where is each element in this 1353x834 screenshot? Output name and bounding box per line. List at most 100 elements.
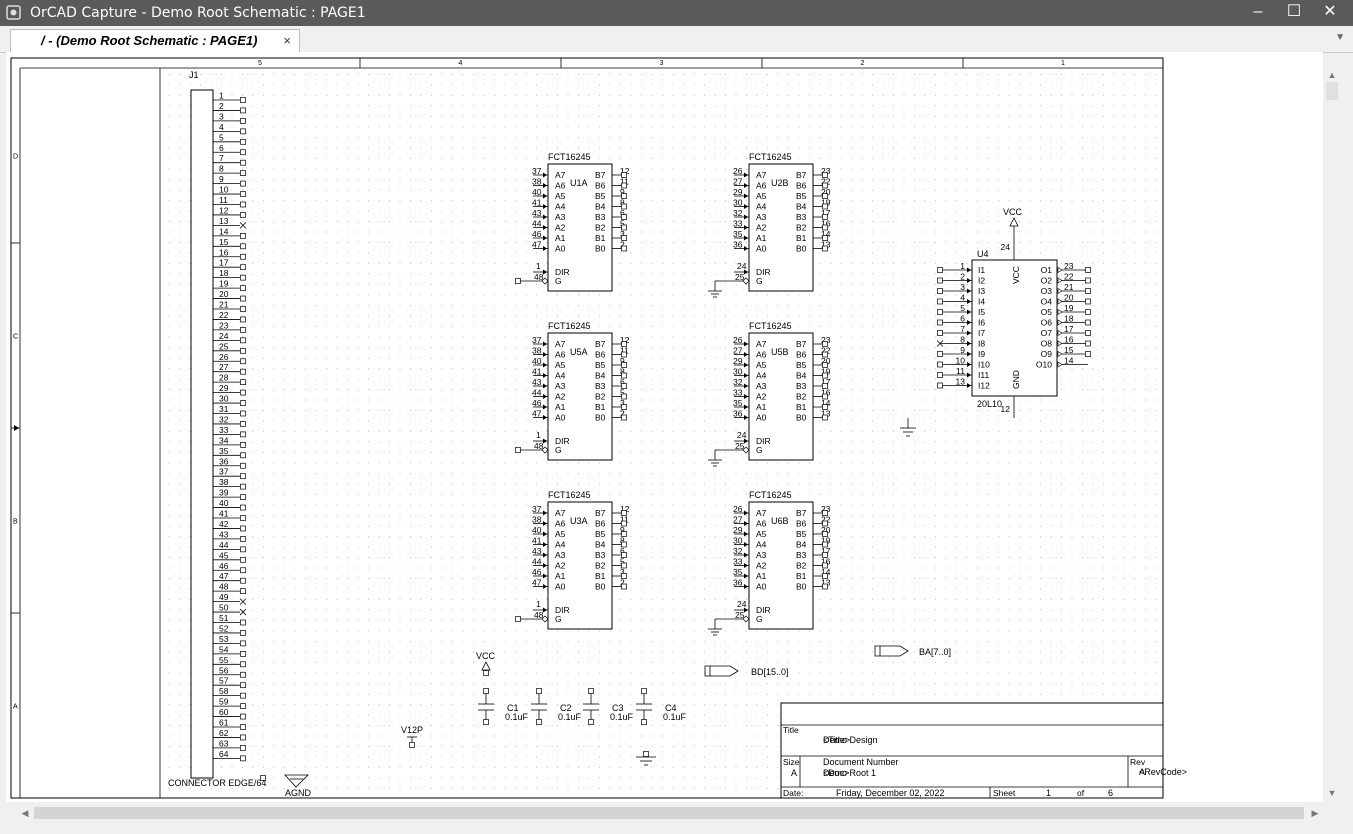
buffer-b-pin-name: B1 <box>796 233 807 243</box>
buffer-b-pin-number: 5 <box>620 388 625 398</box>
buffer-a-pin-name: A4 <box>555 202 566 212</box>
pal-input-pin-number: 11 <box>956 366 965 376</box>
pin-arrow-icon <box>967 383 971 388</box>
horizontal-scrollbar[interactable]: ◀ ▶ <box>14 804 1341 822</box>
connector-pin-number: 18 <box>219 268 229 278</box>
buffer-b-pin-name: B3 <box>796 212 807 222</box>
dir-pin-name: DIR <box>555 267 570 277</box>
buffer-a-pin-number: 29 <box>733 187 743 197</box>
connector-pin-terminal <box>240 97 246 103</box>
scroll-down-icon[interactable]: ▼ <box>1327 788 1337 798</box>
buffer-b-pin-name: B0 <box>595 244 606 254</box>
buffer-a-pin-name: A0 <box>555 244 566 254</box>
vertical-scroll-thumb[interactable] <box>1326 82 1338 100</box>
capacitor-c4[interactable]: C40.1uF <box>636 688 687 725</box>
maximize-button[interactable]: ☐ <box>1286 3 1302 20</box>
connector-pin-number: 58 <box>219 686 229 696</box>
pin-arrow-icon <box>543 573 547 579</box>
capacitor-c2[interactable]: C20.1uF <box>531 688 582 725</box>
buffer-b-terminal <box>822 541 828 548</box>
tab-page1[interactable]: / - (Demo Root Schematic : PAGE1) × <box>10 29 300 53</box>
tab-close-icon[interactable]: × <box>283 33 291 48</box>
buffer-b-pin-name: B2 <box>796 392 807 402</box>
buffer-b-pin-name: B3 <box>796 381 807 391</box>
pal-body <box>971 259 1058 397</box>
scroll-right-icon[interactable]: ▶ <box>1311 808 1319 818</box>
pal-output-pin-name: O1 <box>1041 265 1053 275</box>
buffer-a-pin-number: 47 <box>532 578 542 588</box>
horizontal-scroll-thumb[interactable] <box>34 807 1304 819</box>
vertical-scrollbar[interactable]: ▲ ▼ <box>1323 62 1341 804</box>
connector-pin-number: 61 <box>219 718 229 728</box>
buffer-b-terminal <box>822 182 828 189</box>
capacitor-c3[interactable]: C30.1uF <box>583 688 634 725</box>
tab-menu-chevron-icon[interactable]: ▼ <box>1335 32 1345 43</box>
pin-arrow-icon <box>967 372 971 378</box>
buffer-a-pin-name: A7 <box>555 508 566 518</box>
agnd-label: AGND <box>285 788 312 798</box>
buffer-b-pin-name: B3 <box>595 212 606 222</box>
scroll-up-icon[interactable]: ▲ <box>1327 70 1337 80</box>
connector-pin-terminal <box>240 536 246 542</box>
capacitor-c1[interactable]: C10.1uF <box>478 688 529 725</box>
titleblock-sheet-label: Sheet <box>993 788 1016 798</box>
buffer-b-terminal <box>621 531 627 537</box>
buffer-a-pin-number: 35 <box>733 398 743 408</box>
scroll-left-icon[interactable]: ◀ <box>21 808 29 818</box>
connector-pin-number: 44 <box>219 540 229 550</box>
pin-arrow-icon <box>543 552 547 558</box>
g-pin-name: G <box>756 276 763 286</box>
buffer-a-pin-name: A1 <box>756 402 767 412</box>
buffer-a-pin-number: 26 <box>733 335 743 345</box>
close-button[interactable]: ✕ <box>1323 3 1337 20</box>
cap-value-label: 0.1uF <box>610 712 634 722</box>
buffer-b-pin-number: 8 <box>620 198 625 208</box>
g-pin-number: 25 <box>735 441 745 451</box>
dir-pin-number: 1 <box>536 599 541 609</box>
buffer-b-pin-number: 8 <box>620 536 625 546</box>
cap-ref-label: C4 <box>665 703 677 713</box>
pal-output-terminal <box>1085 351 1091 357</box>
buffer-b-terminal <box>822 362 828 368</box>
buffer-a-pin-number: 41 <box>532 198 542 208</box>
connector-pin-terminal <box>240 389 246 396</box>
pin-arrow-icon <box>1057 329 1063 337</box>
connector-pin-terminal <box>240 755 246 762</box>
pin-arrow-icon <box>1057 298 1063 305</box>
buffer-ref-label: U5A <box>570 347 588 357</box>
minimize-button[interactable]: – <box>1253 3 1263 20</box>
connector-pin-terminal <box>240 327 246 333</box>
connector-pin-terminal <box>240 243 246 250</box>
pin-arrow-icon <box>543 269 547 275</box>
cap-value-label: 0.1uF <box>505 712 529 722</box>
buffer-a-pin-name: A4 <box>555 371 566 381</box>
buffer-a-pin-name: A0 <box>555 582 566 592</box>
buffer-b-terminal <box>822 393 828 400</box>
connector-pin-number: 34 <box>219 435 229 445</box>
offpage-connector-icon[interactable] <box>874 645 909 657</box>
buffer-b-pin-number: 6 <box>620 208 625 218</box>
connector-value-label: CONNECTOR EDGE/64 <box>168 778 266 788</box>
connector-pin-number: 56 <box>219 665 229 675</box>
no-connect-mark <box>936 340 944 347</box>
connector-pin-terminal <box>240 724 246 730</box>
g-pin-number: 48 <box>534 610 544 620</box>
pal-output-pin-number: 16 <box>1064 335 1074 345</box>
connector-pin-number: 45 <box>219 550 229 560</box>
window-titlebar: OrCAD Capture - Demo Root Schematic : PA… <box>0 0 1353 26</box>
buffer-b-pin-number: 16 <box>821 557 831 567</box>
connector-pin-terminal <box>240 180 246 187</box>
connector-pin-terminal <box>240 118 246 124</box>
buffer-b-pin-name: B1 <box>595 233 606 243</box>
offpage-connector-icon[interactable] <box>704 665 739 677</box>
